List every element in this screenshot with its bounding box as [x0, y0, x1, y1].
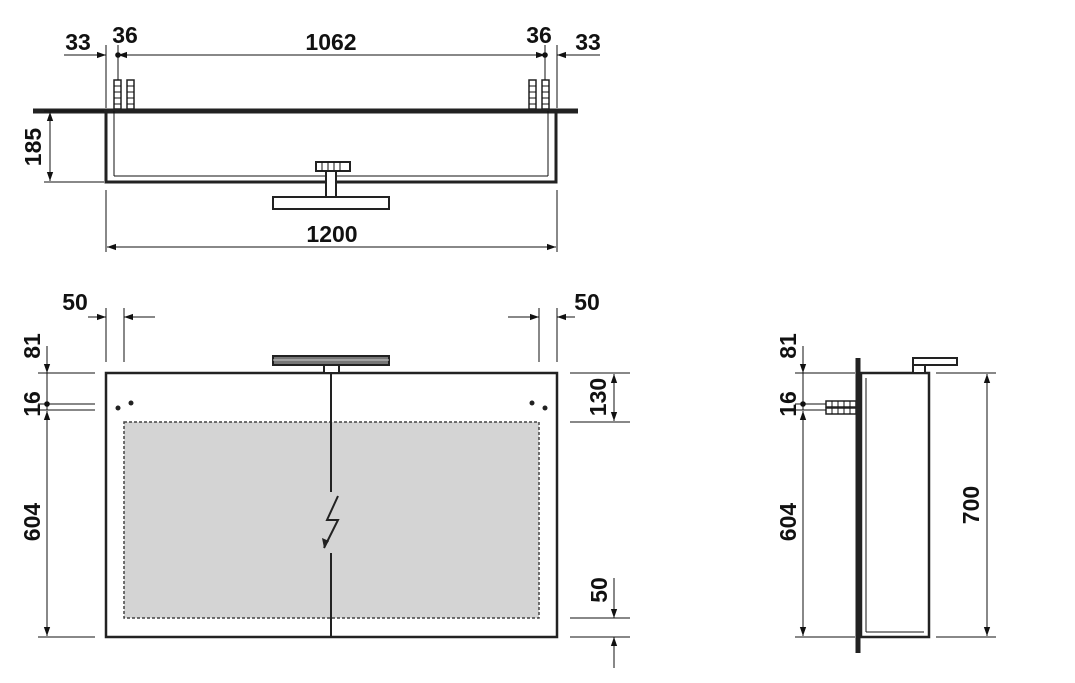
top-view: 33 36 1062 36 33 185 1200 — [20, 22, 601, 252]
dim-33-right: 33 — [575, 29, 601, 55]
wall-anchor-side — [825, 400, 857, 415]
dim-16-front: 16 — [19, 391, 45, 417]
power-cable — [322, 373, 340, 637]
wall-anchor — [126, 79, 135, 110]
side-view: 81 16 604 700 — [775, 333, 996, 653]
lamp-top — [272, 161, 390, 210]
dim-185: 185 — [20, 128, 46, 167]
dim-50-left: 50 — [62, 289, 88, 315]
dim-700: 700 — [958, 486, 984, 524]
dim-604-side: 604 — [775, 503, 801, 542]
mount-hole — [529, 400, 535, 406]
mount-hole — [115, 405, 121, 411]
lamp-side — [912, 357, 958, 374]
wall-anchor — [541, 79, 550, 110]
dim-1062: 1062 — [305, 29, 356, 55]
cabinet-side — [859, 371, 931, 639]
dim-1200: 1200 — [306, 221, 357, 247]
dim-16-side: 16 — [775, 391, 801, 417]
wall-anchor — [528, 79, 537, 110]
dim-81-front: 81 — [19, 333, 45, 359]
mount-hole — [542, 405, 548, 411]
dim-50-bottom: 50 — [586, 577, 612, 603]
lamp-front — [272, 355, 390, 374]
wall-anchor — [113, 79, 122, 110]
dim-130: 130 — [585, 378, 611, 416]
dim-36-left: 36 — [112, 22, 138, 48]
mount-hole — [128, 400, 134, 406]
dim-81-side: 81 — [775, 333, 801, 359]
dim-604-front: 604 — [19, 503, 45, 542]
dim-33-left: 33 — [65, 29, 91, 55]
dim-50-right: 50 — [574, 289, 600, 315]
front-view: 50 50 81 16 604 130 50 — [19, 289, 630, 668]
dim-36-right: 36 — [526, 22, 552, 48]
